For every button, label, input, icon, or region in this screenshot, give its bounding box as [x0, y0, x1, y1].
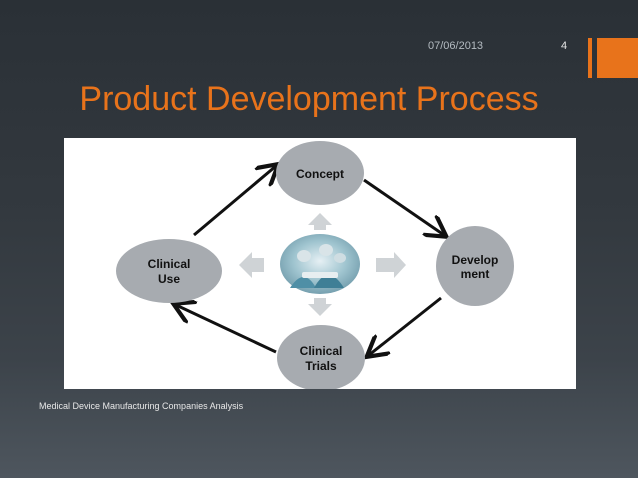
- node-development-label-line2: ment: [461, 267, 490, 281]
- node-development: Develop ment: [436, 226, 514, 306]
- diagram-panel: Concept Develop ment Clinical Trials Cli…: [64, 138, 576, 389]
- arrow-use-to-concept: [193, 166, 276, 237]
- node-clinical-use: Clinical Use: [116, 239, 222, 303]
- node-clinical-use-label-line1: Clinical: [148, 257, 191, 271]
- accent-bar-thin: [588, 38, 592, 78]
- hub-arrow-up: [308, 213, 332, 230]
- hub-arrow-down: [308, 298, 332, 316]
- node-development-label-line1: Develop: [452, 253, 499, 267]
- process-diagram: Concept Develop ment Clinical Trials Cli…: [116, 141, 514, 389]
- slide-footer: Medical Device Manufacturing Companies A…: [39, 401, 244, 411]
- arrow-development-to-trials: [369, 296, 442, 355]
- surgeons-photo: [280, 234, 360, 294]
- accent-bar-thick: [597, 38, 638, 78]
- node-clinical-trials-label-line1: Clinical: [300, 344, 343, 358]
- node-clinical-trials: Clinical Trials: [277, 325, 365, 389]
- hub-arrow-left: [239, 252, 264, 278]
- node-clinical-use-label-line2: Use: [158, 272, 180, 286]
- slide-date: 07/06/2013: [428, 40, 484, 52]
- hub-arrow-right: [376, 252, 406, 278]
- slide-title: Product Development Process: [79, 80, 539, 118]
- arrow-trials-to-use: [176, 305, 277, 354]
- slide-page-number: 4: [561, 40, 568, 52]
- arrow-concept-to-development: [363, 178, 444, 235]
- node-concept-label: Concept: [296, 167, 344, 181]
- node-clinical-trials-label-line2: Trials: [305, 359, 337, 373]
- node-concept: Concept: [276, 141, 364, 205]
